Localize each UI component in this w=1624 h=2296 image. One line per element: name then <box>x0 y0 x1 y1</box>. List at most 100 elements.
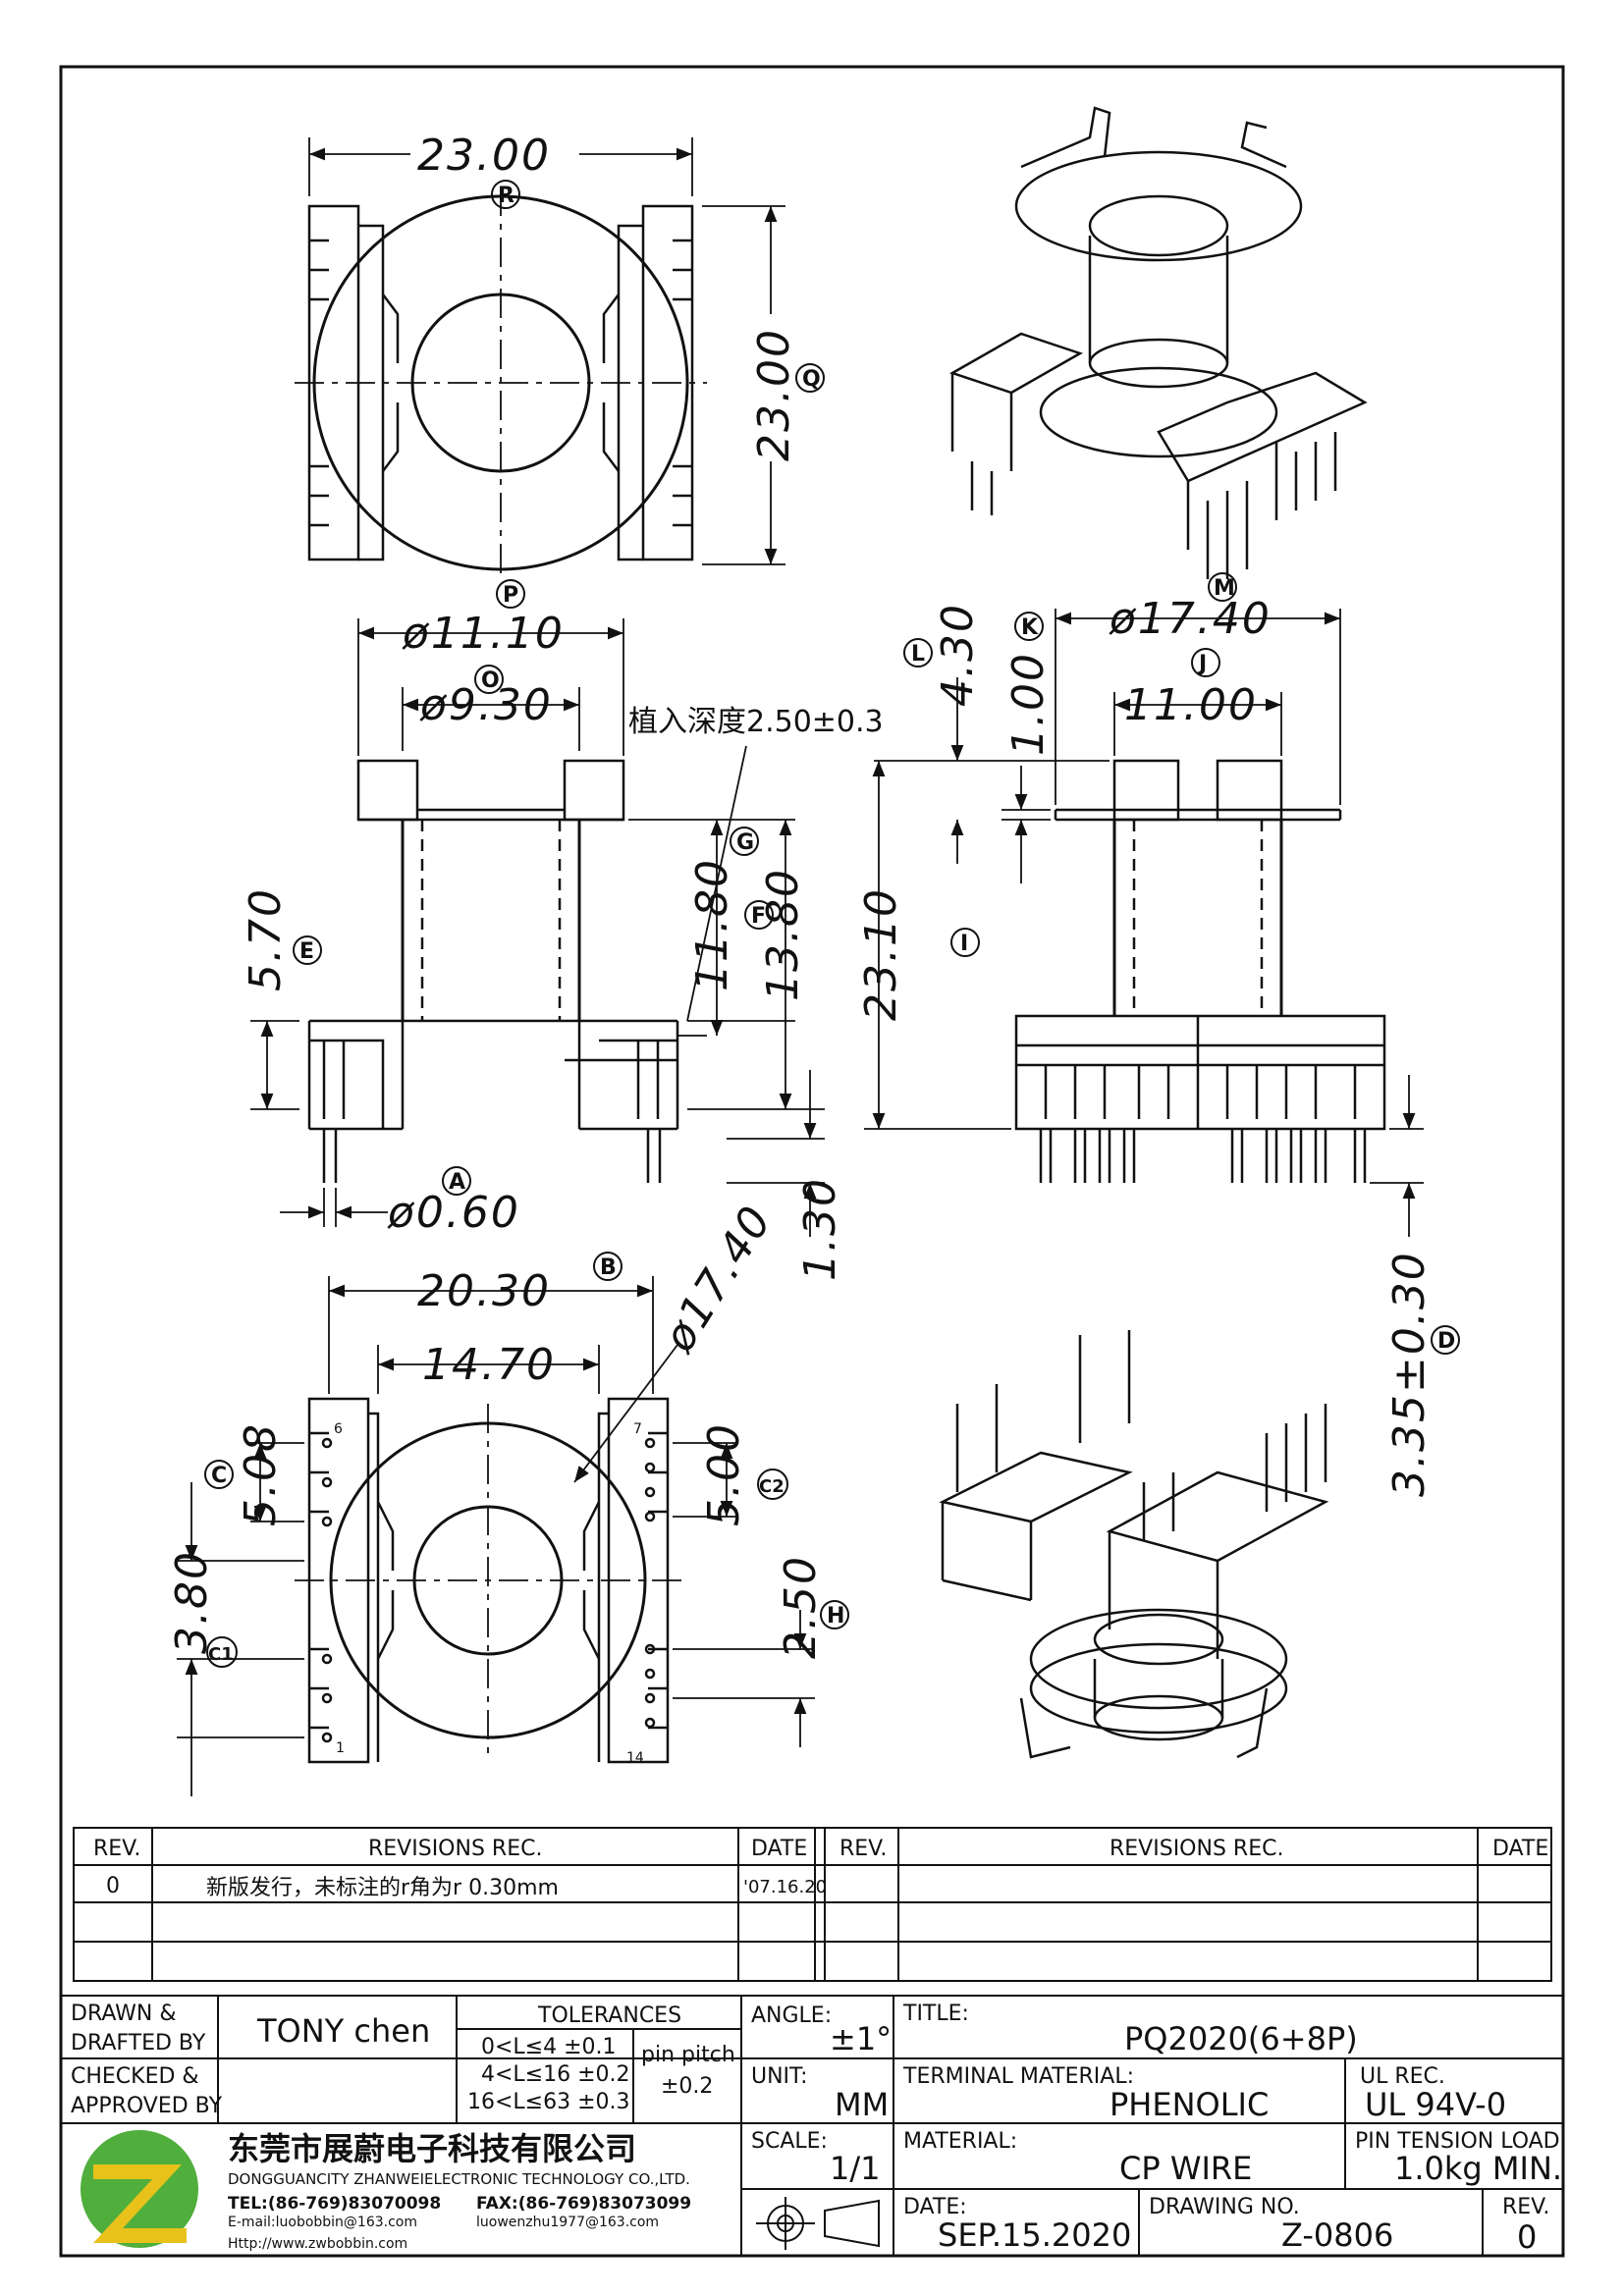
ul-rec-value: UL 94V-0 <box>1365 2086 1506 2123</box>
rev-label: REV. <box>1502 2195 1549 2219</box>
label-J: J <box>1197 652 1207 676</box>
dim-13-80: 13.80 <box>758 868 808 1001</box>
dim-11-00: 11.00 <box>1124 680 1258 730</box>
terminal-material-label: TERMINAL MATERIAL: <box>902 2064 1134 2089</box>
front-view-dims <box>250 618 825 1237</box>
label-E: E <box>299 939 314 964</box>
label-P: P <box>503 583 518 608</box>
title-value: PQ2020(6+8P) <box>1124 2020 1358 2057</box>
unit-value: MM <box>835 2086 889 2123</box>
dim-5-00: 5.00 <box>699 1422 749 1526</box>
dim-d17-40-bottom: ø17.40 <box>654 1197 783 1362</box>
dim-5-70: 5.70 <box>241 887 291 991</box>
bottom-isometric-view <box>939 1330 1329 1759</box>
side-view <box>1014 759 1386 1183</box>
side-view-dims <box>864 609 1424 1237</box>
label-K: K <box>1021 615 1039 640</box>
scale-value: 1/1 <box>830 2150 881 2187</box>
drawing-frame <box>59 65 1565 2258</box>
dim-14-70: 14.70 <box>422 1340 556 1390</box>
rev-head-rec-left: REVISIONS REC. <box>368 1837 542 1861</box>
label-M: M <box>1214 576 1235 601</box>
rev-head-rev-left: REV. <box>93 1837 140 1861</box>
rev-row-date: '07.16.20 <box>743 1877 827 1897</box>
company-name-en: DONGGUANCITY ZHANWEIELECTRONIC TECHNOLOG… <box>228 2170 690 2188</box>
rev-row-rev: 0 <box>106 1874 120 1898</box>
tolerance-1: 0<L≤4 ±0.1 <box>481 2035 617 2059</box>
company-logo <box>81 2130 198 2248</box>
dim-d9-30: ø9.30 <box>419 680 553 730</box>
label-L: L <box>911 642 925 667</box>
tolerance-2: 4<L≤16 ±0.2 <box>481 2062 630 2087</box>
dim-23-height: 23.00 <box>749 328 799 461</box>
label-A: A <box>449 1170 465 1195</box>
unit-label: UNIT: <box>751 2064 807 2089</box>
projection-symbol-icon <box>756 2197 880 2250</box>
label-O: O <box>481 668 500 693</box>
label-R: R <box>498 184 514 208</box>
pin-tension-value: 1.0kg MIN. <box>1394 2150 1562 2187</box>
dim-23-10: 23.10 <box>856 887 906 1021</box>
rev-head-rec-right: REVISIONS REC. <box>1110 1837 1283 1861</box>
dim-1-00: 1.00 <box>1003 652 1054 756</box>
company-email: E-mail:luobobbin@163.com <box>228 2215 417 2230</box>
title-label: TITLE: <box>902 2002 969 2026</box>
dim-3-35: 3.35±0.30 <box>1384 1251 1435 1497</box>
tolerances-head: TOLERANCES <box>537 2003 681 2028</box>
label-C: C <box>211 1464 227 1488</box>
label-B: B <box>600 1255 617 1280</box>
dim-d11-10: ø11.10 <box>402 609 565 659</box>
drawn-value: TONY chen <box>256 2012 430 2050</box>
pin-pitch-value: ±0.2 <box>661 2074 713 2099</box>
tolerance-3: 16<L≤63 ±0.3 <box>467 2090 630 2114</box>
pin-1: 1 <box>336 1740 345 1756</box>
scale-label: SCALE: <box>751 2129 828 2154</box>
bottom-view <box>295 1397 682 1764</box>
ul-rec-label: UL REC. <box>1360 2064 1445 2089</box>
rev-head-date-left: DATE <box>751 1837 807 1861</box>
company-email2: luowenzhu1977@163.com <box>476 2215 659 2230</box>
front-view <box>307 759 679 1183</box>
pin-pitch-label: pin pitch <box>641 2043 735 2067</box>
company-tel: TEL:(86-769)83070098 <box>228 2194 441 2214</box>
label-C2: C2 <box>759 1476 785 1497</box>
pin-tension-label: PIN TENSION LOAD: <box>1355 2129 1567 2154</box>
revisions-table <box>73 1827 1552 1982</box>
material-label: MATERIAL: <box>903 2129 1017 2154</box>
date-value: SEP.15.2020 <box>938 2216 1131 2254</box>
rev-row-text: 新版发行，未标注的r角为r 0.30mm <box>206 1876 559 1900</box>
rev-head-date-right: DATE <box>1492 1837 1548 1861</box>
bottom-view-dims <box>177 1276 815 1796</box>
label-D: D <box>1437 1329 1455 1354</box>
top-isometric-view <box>948 106 1368 579</box>
dim-2-50: 2.50 <box>776 1555 826 1659</box>
company-name-cn: 东莞市展蔚电子科技有限公司 <box>228 2130 636 2167</box>
rev-head-rev-right: REV. <box>839 1837 887 1861</box>
label-F: F <box>751 904 766 929</box>
top-view <box>295 187 707 579</box>
date-label: DATE: <box>903 2195 967 2219</box>
label-I: I <box>960 932 968 956</box>
drawn-label-2: DRAFTED BY <box>71 2031 206 2056</box>
company-web: Http://www.zwbobbin.com <box>228 2236 407 2252</box>
label-G: G <box>736 830 754 855</box>
dim-1-30: 1.30 <box>795 1177 845 1281</box>
terminal-material-value: PHENOLIC <box>1110 2086 1269 2123</box>
checked-label-1: CHECKED & <box>71 2064 199 2089</box>
dim-11-80: 11.80 <box>687 858 737 991</box>
dim-d17-40-top: ø17.40 <box>1109 594 1272 644</box>
title-block <box>60 1995 1564 2257</box>
dim-4-30: 4.30 <box>933 603 983 707</box>
label-C1: C1 <box>208 1644 234 1665</box>
drawing-no-value: Z-0806 <box>1281 2216 1393 2254</box>
drawn-label-1: DRAWN & <box>71 2002 177 2026</box>
dim-d0-60: ø0.60 <box>387 1188 520 1238</box>
pin-14: 14 <box>626 1750 644 1766</box>
checked-label-2: APPROVED BY <box>71 2094 223 2118</box>
angle-label: ANGLE: <box>751 2003 832 2028</box>
dim-23-width: 23.00 <box>417 131 551 181</box>
pin-6: 6 <box>334 1421 343 1437</box>
rev-value: 0 <box>1517 2218 1537 2256</box>
material-value: CP WIRE <box>1119 2150 1252 2187</box>
